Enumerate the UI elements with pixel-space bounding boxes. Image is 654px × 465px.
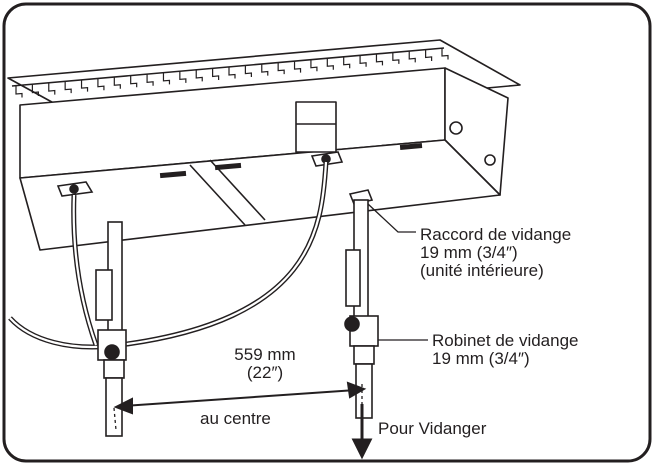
flange-tooth xyxy=(97,78,105,91)
flange-tooth xyxy=(48,83,56,95)
flange-tooth xyxy=(179,71,187,83)
flange-tooth xyxy=(146,74,154,86)
flange-tooth xyxy=(130,75,138,88)
drain-fittings xyxy=(56,151,344,197)
leader-lines xyxy=(113,203,428,431)
drain-valve-label: Robinet de vidange 19 mm (3/4″) xyxy=(432,331,579,368)
right-pipe-assembly xyxy=(344,189,379,419)
flange-tooth xyxy=(408,50,416,63)
spacing-dimension-arrow xyxy=(113,381,367,415)
flange-tooth xyxy=(64,81,72,94)
flange-tooth xyxy=(212,68,220,80)
flange-tooth xyxy=(277,62,285,75)
flange-tooth xyxy=(326,58,334,70)
flange-tooth xyxy=(293,61,302,73)
flange-tooth xyxy=(392,52,400,64)
flange-tooth xyxy=(80,80,89,92)
flange-tooth xyxy=(15,86,23,98)
flange-tooth xyxy=(228,67,236,79)
heater-unit xyxy=(7,39,521,251)
flange-tooth xyxy=(113,77,121,89)
flange-tooth xyxy=(261,64,269,76)
flange-tooth xyxy=(195,69,203,82)
flange-tooth xyxy=(343,56,351,69)
flange-tooth xyxy=(162,72,171,85)
flange-tooth xyxy=(31,84,39,97)
left-pipe-assembly xyxy=(95,221,127,437)
flange-tooth xyxy=(244,65,252,78)
vent-slots xyxy=(159,143,423,179)
to-drain-label: Pour Vidanger xyxy=(378,419,487,438)
drain-fitting-label: Raccord de vidange 19 mm (3/4″) (unité i… xyxy=(420,225,572,280)
flange-teeth xyxy=(15,48,449,98)
drain-direction-arrow xyxy=(351,404,373,460)
flange-tooth xyxy=(310,59,318,72)
flange-tooth xyxy=(425,49,433,61)
spacing-label: 559 mm (22″) xyxy=(234,345,296,382)
flange-tooth xyxy=(375,53,384,66)
flange-tooth xyxy=(359,55,367,67)
spacing-center-label: au centre xyxy=(200,409,271,428)
flange-tooth xyxy=(441,48,449,60)
